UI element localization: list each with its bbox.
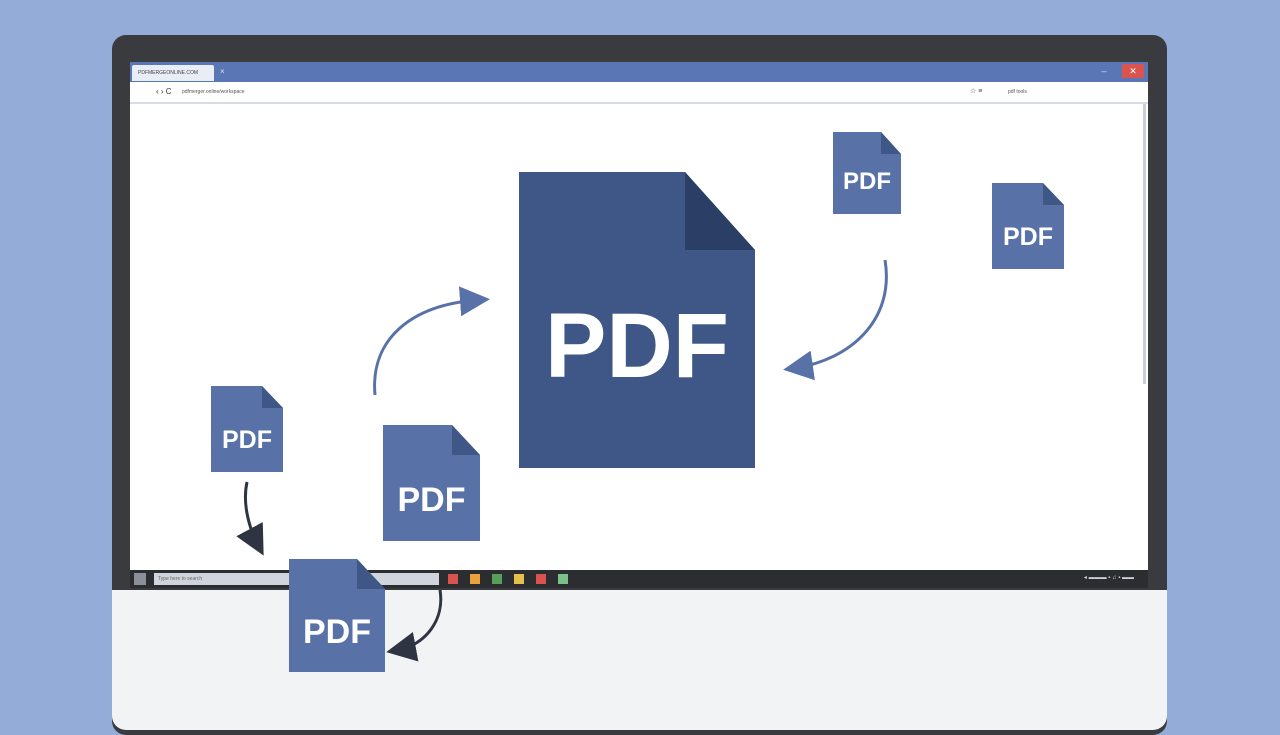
arrow-from-top-right: [783, 259, 888, 381]
taskbar-app-icon[interactable]: [448, 574, 458, 584]
pdf-file-icon: [992, 183, 1064, 269]
pdf-file-icon: [383, 425, 480, 541]
pdf-label: PDF: [303, 613, 371, 651]
minimize-button[interactable]: –: [1101, 66, 1107, 76]
pdf-file-bottom[interactable]: PDF: [289, 559, 385, 672]
pdf-file-icon: [211, 386, 283, 472]
title-bar: PDFMERGEONLINE.COM × – ✕: [130, 62, 1148, 82]
browser-window: PDFMERGEONLINE.COM × – ✕ ‹ › C pdfmerger…: [130, 62, 1148, 572]
arrow-down-left: [236, 481, 264, 556]
start-button[interactable]: [134, 573, 146, 585]
taskbar-app-icon[interactable]: [558, 574, 568, 584]
pdf-file-center[interactable]: PDF: [383, 425, 480, 541]
monitor-base: [112, 590, 1167, 730]
pdf-label: PDF: [843, 168, 891, 195]
pdf-file-icon: [833, 132, 901, 214]
pdf-label: PDF: [397, 481, 466, 519]
arrow-to-main: [373, 286, 490, 396]
pdf-label: PDF: [222, 426, 272, 454]
pdf-file-icon: [519, 172, 755, 468]
new-tab-icon[interactable]: ×: [220, 67, 225, 76]
pdf-label: PDF: [545, 295, 729, 397]
nav-buttons[interactable]: ‹ › C: [156, 87, 172, 96]
flow-arrows: [236, 259, 888, 662]
close-button[interactable]: ✕: [1122, 64, 1144, 78]
pdf-file-icon: [289, 559, 385, 672]
pdf-file-top-right[interactable]: PDF: [833, 132, 901, 214]
main-pdf-document[interactable]: PDF: [519, 172, 755, 468]
pdf-file-left[interactable]: PDF: [211, 386, 283, 472]
taskbar-app-icon[interactable]: [514, 574, 524, 584]
taskbar-app-icon[interactable]: [536, 574, 546, 584]
taskbar-app-icon[interactable]: [470, 574, 480, 584]
taskbar-app-icon[interactable]: [492, 574, 502, 584]
pdf-file-far-right[interactable]: PDF: [992, 183, 1064, 269]
system-tray[interactable]: ◂ ▬▬▬ ▪ ♫ ▪ ▬▬: [1083, 575, 1134, 581]
pdf-label: PDF: [1003, 223, 1053, 251]
browser-tab[interactable]: PDFMERGEONLINE.COM: [132, 65, 214, 81]
toolbar-text: pdf tools: [1008, 89, 1027, 95]
url-field[interactable]: pdfmerger.online/workspace: [182, 89, 245, 95]
address-bar[interactable]: ‹ › C pdfmerger.online/workspace ☆ ≡ pdf…: [130, 82, 1148, 104]
scrollbar[interactable]: [1143, 104, 1146, 384]
arrow-bottom-curve: [386, 589, 443, 662]
bookmark-icon[interactable]: ☆ ≡: [970, 88, 983, 95]
